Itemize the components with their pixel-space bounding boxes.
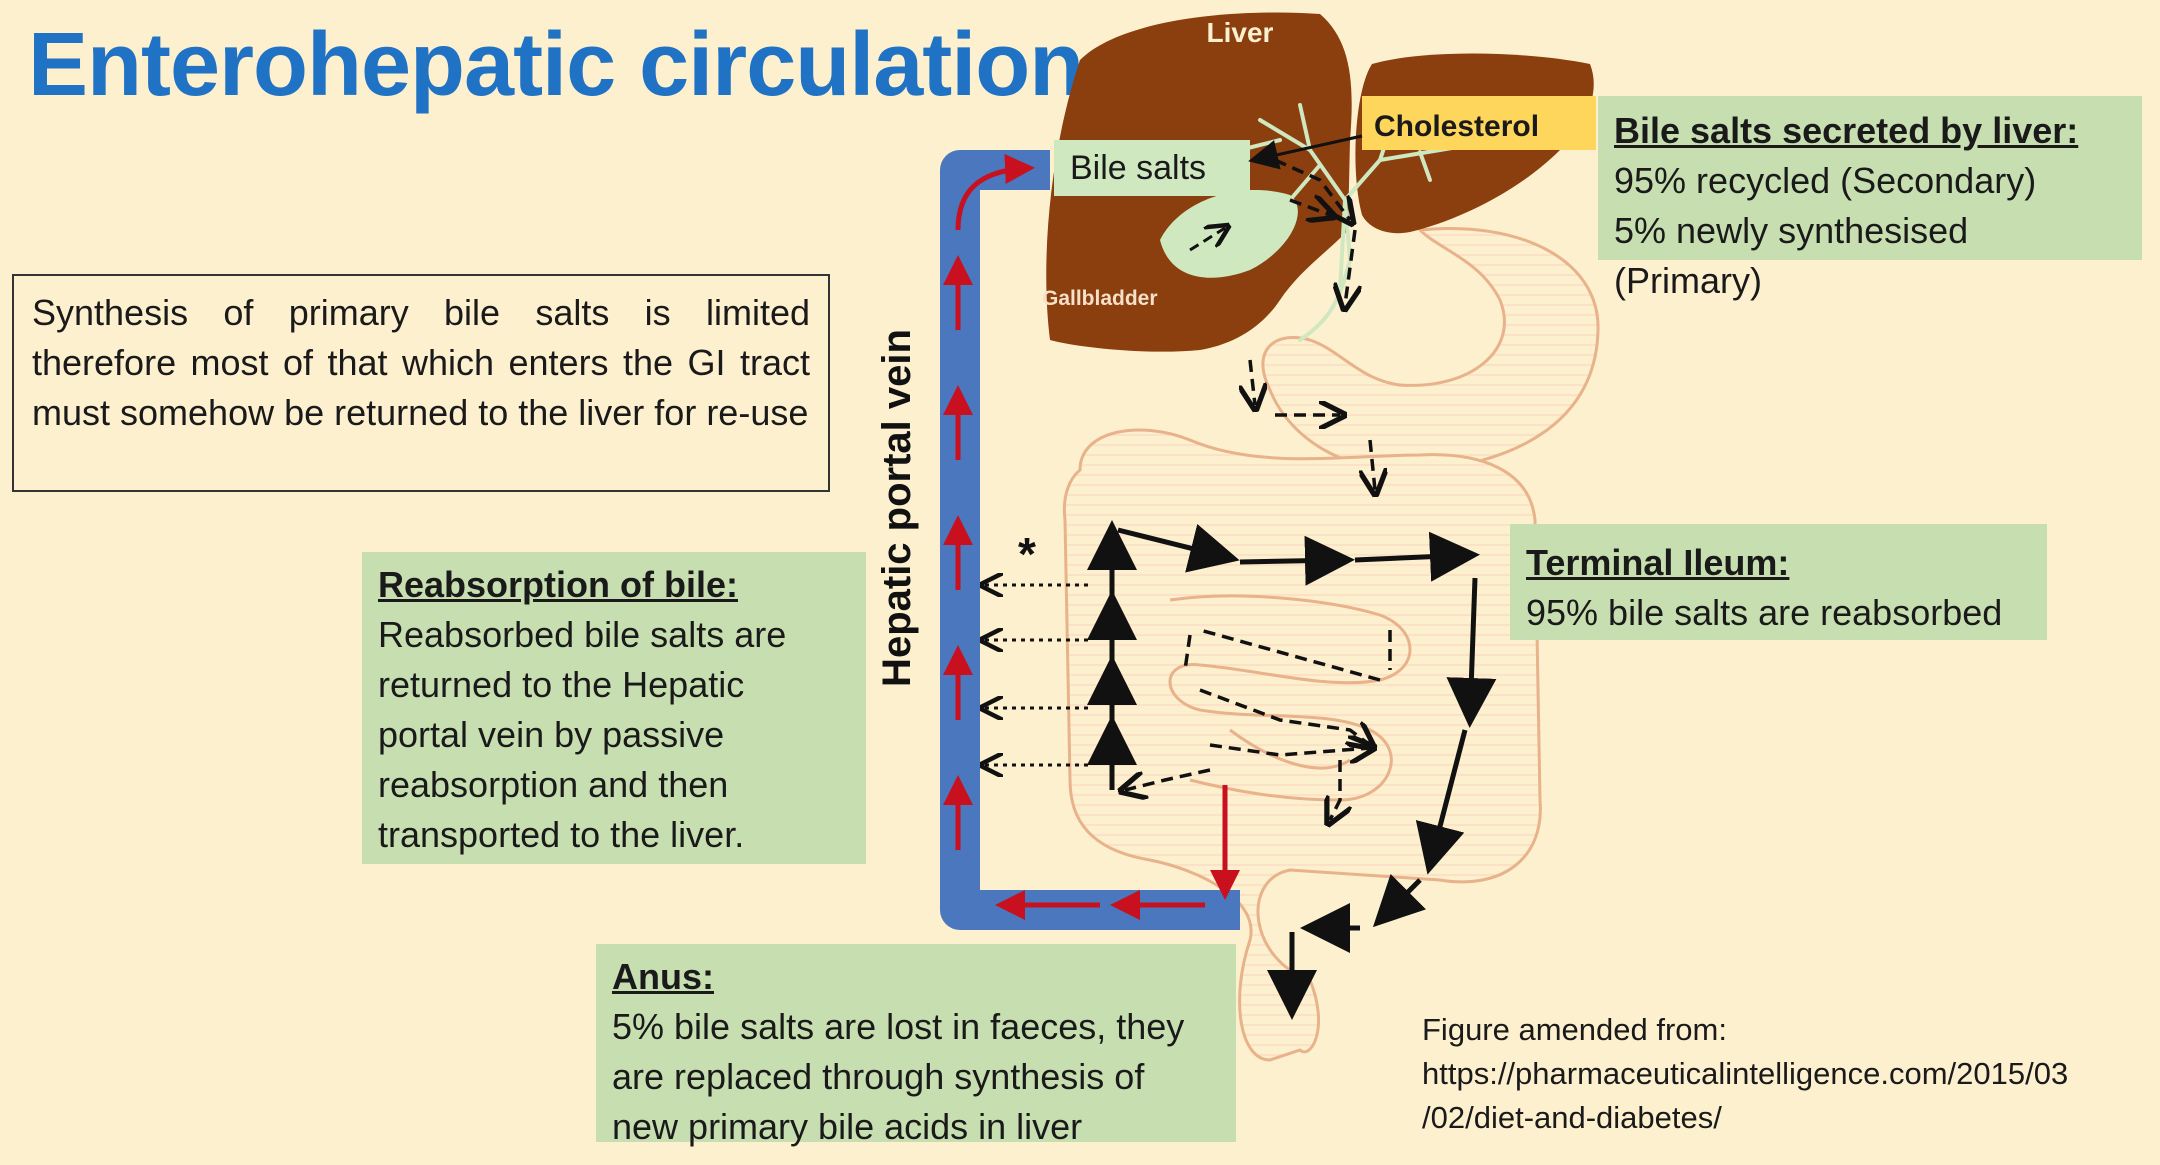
bile-secreted-line: 5% newly synthesised (Primary) (1614, 210, 1969, 301)
cholesterol-label: Cholesterol (1374, 110, 1539, 143)
page-title: Enterohepatic circulation (28, 15, 1084, 115)
intestine-solid-arrows (1087, 520, 1497, 1020)
reabsorption-line: transported to the liver. (378, 814, 745, 855)
reabsorption-line: reabsorption and then (378, 764, 729, 805)
digestive-tract (1062, 227, 1600, 1062)
reabsorption-line: portal vein by passive (378, 714, 725, 755)
anus-box: Anus: 5% bile salts are lost in faeces, … (596, 944, 1236, 1147)
portal-vein-red-arrows (943, 154, 1240, 920)
anus-line: new primary bile acids in liver (612, 1106, 1083, 1147)
bile-salts-label: Bile salts (1070, 149, 1206, 187)
reabsorption-line: returned to the Hepatic (378, 664, 745, 705)
figure-source-line: Figure amended from: (1422, 1012, 1727, 1047)
hepatic-portal-vein-label: Hepatic portal vein (875, 329, 919, 687)
synthesis-note: Synthesis of primary bile salts is limit… (12, 274, 830, 492)
reabsorption-heading: Reabsorption of bile: (378, 564, 738, 605)
figure-source-link[interactable]: https://pharmaceuticalintelligence.com/2… (1422, 1056, 2069, 1091)
gallbladder-label: Gallbladder (1042, 287, 1158, 310)
bile-secreted-heading: Bile salts secreted by liver: (1614, 110, 2079, 151)
figure-source-link[interactable]: /02/diet-and-diabetes/ (1422, 1100, 1722, 1135)
bile-secreted-line: 95% recycled (Secondary) (1614, 160, 2037, 201)
reabsorption-line: Reabsorbed bile salts are (378, 614, 787, 655)
terminal-ileum-heading: Terminal Ileum: (1526, 542, 1790, 583)
liver-label: Liver (1207, 17, 1274, 48)
reabsorption-box: Reabsorption of bile: Reabsorbed bile sa… (362, 552, 866, 864)
asterisk-mark: * (1018, 528, 1036, 580)
anus-heading: Anus: (612, 956, 714, 997)
bile-flow-arrows (1125, 158, 1392, 820)
terminal-ileum-box: Terminal Ileum: 95% bile salts are reabs… (1510, 524, 2047, 640)
anus-line: 5% bile salts are lost in faeces, they (612, 1006, 1185, 1047)
figure-source-note: Figure amended from: https://pharmaceuti… (1422, 1008, 2152, 1140)
bile-secreted-box: Bile salts secreted by liver: 95% recycl… (1598, 96, 2142, 301)
anus-line: are replaced through synthesis of (612, 1056, 1145, 1097)
cholesterol-label-box (1362, 96, 1596, 150)
bile-salts-label-box (1054, 140, 1250, 196)
terminal-ileum-line: 95% bile salts are reabsorbed (1526, 592, 2003, 633)
